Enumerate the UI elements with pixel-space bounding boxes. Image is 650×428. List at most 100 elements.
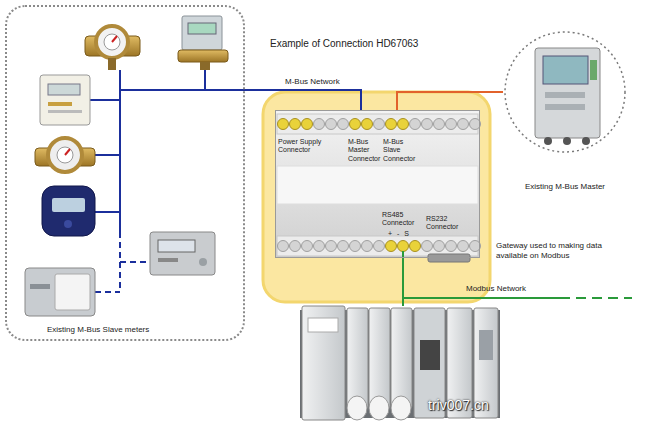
water-meter [48, 138, 82, 172]
handheld-meter [64, 220, 72, 228]
terminal [410, 119, 421, 130]
water-meter [108, 58, 116, 70]
mbus-network-line [245, 90, 361, 110]
heat-meter [40, 75, 90, 125]
terminal [422, 119, 433, 130]
gateway-body [277, 236, 478, 256]
terminal [302, 241, 313, 252]
terminal [278, 119, 481, 252]
mbus-wiring [90, 70, 245, 292]
electronic-meter [200, 62, 210, 70]
display-meter [199, 258, 207, 266]
terminal [398, 241, 409, 252]
slave-meter-region: Existing M-Bus Slave meters [5, 5, 245, 341]
plc-rack [391, 308, 412, 408]
gateway-body [277, 166, 478, 204]
terminal [434, 119, 445, 130]
terminal [470, 119, 481, 130]
gateway-body [275, 110, 480, 262]
plc-rack [302, 306, 345, 420]
terminal [350, 119, 361, 130]
water-meter [104, 34, 120, 50]
mbus-wiring [204, 70, 206, 90]
terminal [458, 241, 469, 252]
display-meter [150, 232, 215, 275]
terminal [386, 241, 397, 252]
master-device [582, 137, 590, 145]
terminal [326, 119, 337, 130]
terminal [338, 119, 349, 130]
modbus-wiring [560, 297, 632, 299]
terminal [278, 119, 289, 130]
water-meter [35, 138, 95, 172]
terminal [398, 119, 409, 130]
terminal [458, 119, 469, 130]
water-meter [65, 149, 70, 155]
water-meter [35, 148, 95, 166]
gateway-box: Power Supply Connector M-Bus Master Conne… [275, 110, 480, 258]
plc-rack [420, 340, 440, 370]
electronic-meter [188, 23, 216, 34]
terminal [434, 241, 445, 252]
water-meter [96, 26, 128, 58]
mbus-wiring [95, 154, 120, 156]
connector-label: + - S [388, 230, 409, 238]
gateway-body [275, 110, 480, 258]
connector-label: M-Bus Slave Connector [383, 138, 417, 163]
network-label: M-Bus Network [283, 77, 342, 87]
terminal [446, 241, 457, 252]
gateway-body [277, 114, 478, 134]
plc-rack [347, 308, 368, 408]
watermark: triv007.cn [428, 397, 489, 414]
plc-rack [347, 396, 367, 420]
connector-label: M-Bus Master Connector [348, 138, 382, 163]
gateway-body [428, 254, 470, 262]
water-meter [85, 26, 140, 70]
handheld-meter [42, 186, 95, 236]
display-meter [158, 258, 178, 262]
terminal [374, 119, 385, 130]
mbus-wiring [120, 89, 245, 91]
heat-meter [48, 102, 72, 106]
terminal [338, 241, 349, 252]
gateway-note: Gateway used to making data available on… [496, 241, 618, 260]
water-meter [57, 147, 73, 163]
terminal [326, 241, 337, 252]
heat-meter [40, 75, 90, 125]
connector-label: RS485 Connector [382, 211, 416, 228]
master-region: Existing M-Bus Master [503, 30, 630, 200]
heat-meter-box [30, 284, 50, 289]
display-meter [158, 240, 195, 252]
diagram-title: Example of Connection HD67063 [270, 38, 418, 50]
water-meter [112, 36, 117, 42]
electronic-meter [182, 16, 222, 50]
master-device [535, 48, 600, 138]
region-caption: Existing M-Bus Master [503, 182, 627, 192]
region-outline [503, 30, 627, 154]
handheld-meter [42, 186, 95, 236]
heat-meter-box [55, 274, 90, 310]
terminal [362, 241, 373, 252]
connector-label: Power Supply Connector [278, 138, 333, 155]
handheld-meter [52, 198, 85, 212]
terminal [386, 119, 397, 130]
display-meter [150, 232, 215, 275]
terminal [470, 241, 481, 252]
terminal [290, 119, 301, 130]
terminal [314, 119, 325, 130]
terminal [314, 241, 325, 252]
heat-meter [48, 84, 80, 95]
heat-meter-box [25, 268, 95, 316]
mbus-wiring [95, 211, 120, 213]
gateway-zone [263, 92, 490, 302]
plc-rack [391, 396, 411, 420]
heat-meter [48, 110, 82, 113]
region-caption: Existing M-Bus Slave meters [47, 325, 149, 335]
plc-rack [308, 318, 338, 332]
mbus-slave-line [397, 92, 503, 110]
terminal [278, 241, 289, 252]
region-outline [505, 32, 625, 152]
